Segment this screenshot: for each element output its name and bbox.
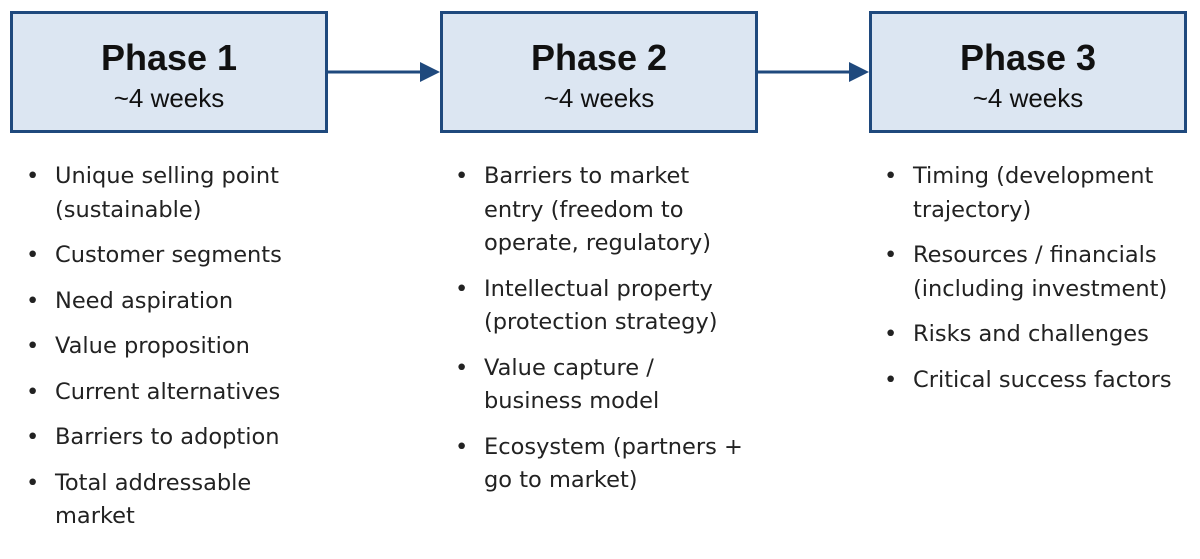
list-item: • Barriers to market entry (freedom to op… xyxy=(455,160,755,261)
bullet-icon: • xyxy=(26,469,40,496)
list-item-text: Value capture / business model xyxy=(484,354,660,415)
list-item: • Total addressable market xyxy=(26,467,326,534)
list-item: • Current alternatives xyxy=(26,376,326,410)
list-item-text: Timing (development trajectory) xyxy=(913,163,1154,223)
phase-2-duration: ~4 weeks xyxy=(543,83,655,113)
phase-1-duration: ~4 weeks xyxy=(113,83,225,113)
list-item-text: Customer segments xyxy=(55,242,282,268)
list-item-text: Unique selling point (sustainable) xyxy=(55,163,279,223)
arrow-right-icon xyxy=(328,62,440,82)
list-item-text: Value proposition xyxy=(55,333,250,359)
bullet-icon: • xyxy=(884,366,898,393)
list-item-text: Critical success factors xyxy=(913,366,1172,393)
bullet-icon: • xyxy=(26,287,40,314)
list-item-text: Need aspiration xyxy=(55,287,234,314)
phase-3-title: Phase 3 xyxy=(959,37,1097,78)
bullet-icon: • xyxy=(26,333,40,359)
list-item: • Value capture / business model xyxy=(455,352,755,419)
list-item: • Unique selling point (sustainable) xyxy=(26,160,326,227)
phase-3-bullet-list: • Timing (development trajectory) • Resourc… xyxy=(884,160,1194,409)
list-item: • Timing (development trajectory) xyxy=(884,160,1194,227)
list-item-text: Risks and challenges xyxy=(913,321,1149,347)
phase-3-box: Phase 3 ~4 weeks xyxy=(869,11,1187,133)
bullet-icon: • xyxy=(455,275,469,302)
list-item: • Need aspiration xyxy=(26,285,326,319)
bullet-icon: • xyxy=(26,242,40,268)
list-item-text: Resources / financials (including invest… xyxy=(913,242,1168,302)
list-item: • Ecosystem (partners + go to market) xyxy=(455,431,755,498)
list-item: • Risks and challenges xyxy=(884,318,1194,352)
bullet-icon: • xyxy=(26,424,40,450)
bullet-icon: • xyxy=(455,354,469,381)
phase-1-title: Phase 1 xyxy=(100,37,238,78)
list-item-text: Total addressable market xyxy=(55,469,252,530)
phase-1-box: Phase 1 ~4 weeks xyxy=(10,11,328,133)
list-item: • Resources / financials (including inves… xyxy=(884,239,1194,306)
list-item-text: Ecosystem (partners + go to market) xyxy=(484,433,743,494)
phase-3-duration: ~4 weeks xyxy=(972,83,1084,113)
list-item: • Intellectual property (protection strat… xyxy=(455,273,755,340)
list-item-text: Current alternatives xyxy=(55,378,281,405)
list-item-text: Intellectual property (protection strate… xyxy=(484,275,718,336)
bullet-icon: • xyxy=(884,242,898,268)
bullet-icon: • xyxy=(26,378,40,405)
list-item-text: Barriers to adoption xyxy=(55,424,280,450)
bullet-icon: • xyxy=(884,321,898,347)
phase-2-bullet-list: • Barriers to market entry (freedom to op… xyxy=(455,160,755,510)
bullet-icon: • xyxy=(26,163,40,189)
list-item: • Barriers to adoption xyxy=(26,421,326,455)
list-item: • Customer segments xyxy=(26,239,326,273)
list-item: • Value proposition xyxy=(26,330,326,364)
phase-2-title: Phase 2 xyxy=(530,37,668,78)
phase-1-bullet-list: • Unique selling point (sustainable) • Cust… xyxy=(26,160,326,546)
list-item: • Critical success factors xyxy=(884,364,1194,398)
arrow-right-icon xyxy=(758,62,869,82)
list-item-text: Barriers to market entry (freedom to ope… xyxy=(484,163,712,256)
bullet-icon: • xyxy=(884,163,898,189)
bullet-icon: • xyxy=(455,163,469,189)
phase-2-box: Phase 2 ~4 weeks xyxy=(440,11,758,133)
bullet-icon: • xyxy=(455,433,469,460)
